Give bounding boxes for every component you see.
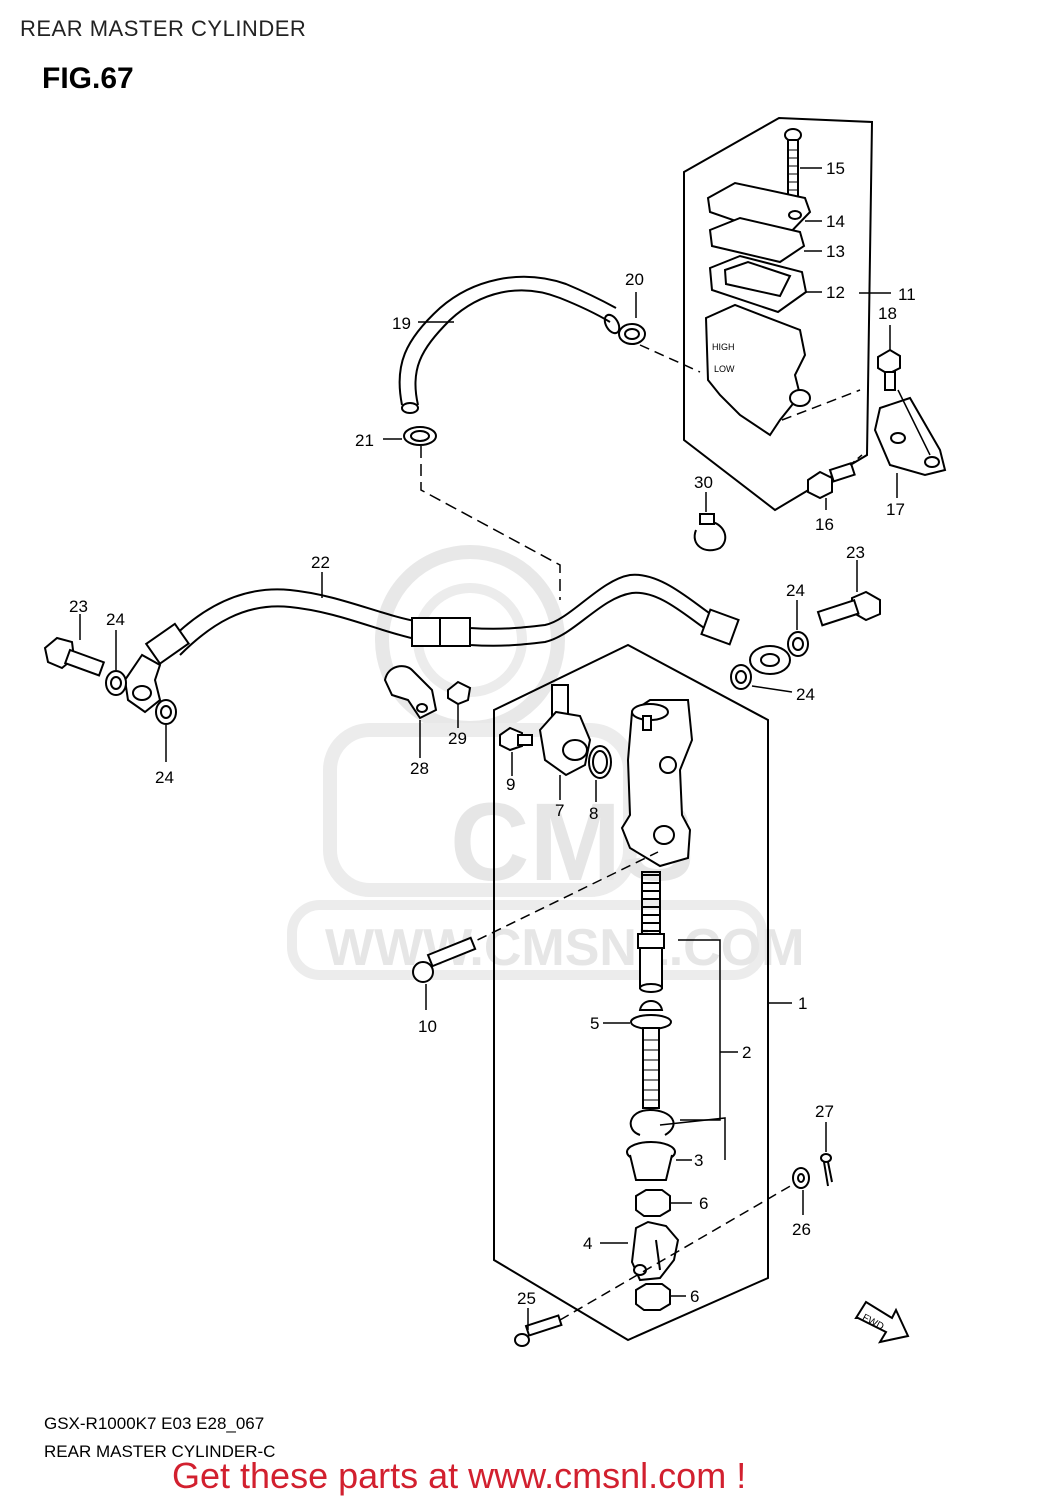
callout-6-upper: 6 xyxy=(699,1194,708,1213)
part-bolt-18 xyxy=(877,348,901,391)
callout-23-right: 23 xyxy=(846,543,865,562)
part-bolt-23-right xyxy=(816,590,881,627)
part-master-cylinder-body xyxy=(620,699,694,868)
callout-16: 16 xyxy=(815,515,834,534)
part-washers-24 xyxy=(105,631,809,725)
reservoir-box xyxy=(683,116,874,512)
part-piston xyxy=(637,933,665,993)
callout-20: 20 xyxy=(625,270,644,289)
watermark-url: WWW.CMSNL.COM xyxy=(325,919,804,977)
callout-7: 7 xyxy=(555,801,564,820)
callout-11: 11 xyxy=(898,285,916,304)
part-pin-25 xyxy=(514,1314,563,1347)
callout-24-a: 24 xyxy=(106,610,125,629)
part-clevis-4 xyxy=(630,1220,680,1282)
part-clamp-21 xyxy=(403,426,437,446)
callout-22: 22 xyxy=(311,553,330,572)
part-diaphragm-12 xyxy=(708,254,808,314)
promo-link[interactable]: Get these parts at www.cmsnl.com ! xyxy=(172,1455,747,1496)
callout-25: 25 xyxy=(517,1289,536,1308)
part-circlip xyxy=(629,1108,675,1136)
part-screw-15 xyxy=(784,128,802,201)
page-header-title: REAR MASTER CYLINDER xyxy=(20,16,307,41)
master-cylinder-box xyxy=(493,643,769,1342)
callout-21: 21 xyxy=(355,431,374,450)
part-bolt-10 xyxy=(412,936,477,983)
part-bolt-23-left xyxy=(43,636,106,677)
part-brake-hose-22 xyxy=(169,573,740,656)
part-clamp-20 xyxy=(618,323,646,345)
callout-15: 15 xyxy=(826,159,845,178)
callout-2: 2 xyxy=(742,1043,751,1062)
svg-text:HIGH: HIGH xyxy=(712,342,735,352)
callout-28: 28 xyxy=(410,759,429,778)
callout-27: 27 xyxy=(815,1102,834,1121)
callout-labels: 1 2 3 4 5 6 6 7 8 9 10 11 12 13 14 15 16… xyxy=(69,159,916,1308)
callout-4: 4 xyxy=(583,1234,592,1253)
fwd-arrow-icon: FWD xyxy=(854,1300,910,1344)
part-pushrod-5 xyxy=(630,1000,672,1109)
callout-1: 1 xyxy=(798,994,807,1013)
part-clamp-28 xyxy=(383,665,438,720)
part-screw-9 xyxy=(499,726,533,752)
callout-24-b: 24 xyxy=(155,768,174,787)
callout-29: 29 xyxy=(448,729,467,748)
footer-model-code: GSX-R1000K7 E03 E28_067 xyxy=(44,1414,265,1433)
callout-24-d: 24 xyxy=(796,685,815,704)
callout-3: 3 xyxy=(694,1151,703,1170)
part-bracket-17 xyxy=(873,396,947,477)
part-washer-26 xyxy=(792,1167,810,1189)
svg-text:LOW: LOW xyxy=(714,364,735,374)
callout-14: 14 xyxy=(826,212,845,231)
callout-6-lower: 6 xyxy=(690,1287,699,1306)
callout-12: 12 xyxy=(826,283,845,302)
callout-8: 8 xyxy=(589,804,598,823)
part-reservoir: HIGH LOW xyxy=(704,303,811,437)
callout-24-c: 24 xyxy=(786,581,805,600)
part-cotter-pin-27 xyxy=(820,1153,833,1187)
callout-23-left: 23 xyxy=(69,597,88,616)
part-nut-6-upper xyxy=(635,1189,671,1217)
callout-18: 18 xyxy=(878,304,897,323)
callout-10: 10 xyxy=(418,1017,437,1036)
part-boot-3 xyxy=(626,1141,676,1181)
part-bolt-29 xyxy=(447,680,472,706)
figure-label: FIG.67 xyxy=(42,62,134,95)
part-bolt-16 xyxy=(807,461,856,500)
part-banjo-right xyxy=(749,645,791,675)
part-banjo-left xyxy=(123,622,191,714)
part-plate-13 xyxy=(708,216,806,264)
callout-13: 13 xyxy=(826,242,845,261)
callout-17: 17 xyxy=(886,500,905,519)
part-nut-6-lower xyxy=(635,1283,671,1311)
part-cap-14 xyxy=(706,181,812,240)
callout-19: 19 xyxy=(392,314,411,333)
part-inlet-7 xyxy=(538,684,592,777)
part-clip-30 xyxy=(693,513,727,552)
callout-9: 9 xyxy=(506,775,515,794)
part-oring-8 xyxy=(588,745,612,779)
callout-26: 26 xyxy=(792,1220,811,1239)
footer-diagram-name: REAR MASTER CYLINDER-C xyxy=(44,1442,276,1461)
callout-30: 30 xyxy=(694,473,713,492)
part-hose-19 xyxy=(398,275,621,414)
callout-5: 5 xyxy=(590,1014,599,1033)
